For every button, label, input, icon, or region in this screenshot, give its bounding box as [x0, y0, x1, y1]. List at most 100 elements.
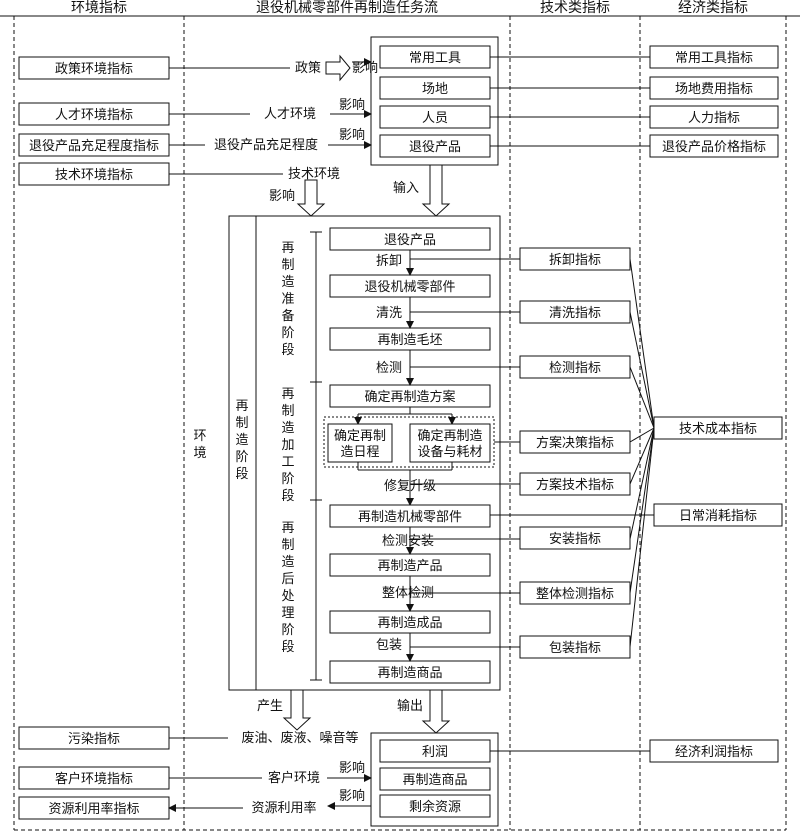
produce-arrow: 产生	[257, 689, 312, 731]
svg-text:检测指标: 检测指标	[549, 361, 601, 376]
svg-text:人力指标: 人力指标	[688, 111, 740, 126]
tech-indicator-install: 安装指标	[519, 526, 631, 550]
talent-arrow: 人才环境 影响	[169, 97, 372, 122]
econ-indicator-tools: 常用工具指标	[649, 45, 779, 69]
header-tech: 技术类指标	[540, 0, 610, 16]
svg-text:退役产品充足程度: 退役产品充足程度	[214, 137, 318, 153]
tech-indicator-plan-tech: 方案技术指标	[519, 472, 631, 496]
process-box-retired-parts: 退役机械零部件	[329, 274, 491, 298]
econ-indicator-profit: 经济利润指标	[649, 739, 779, 763]
input-box-retired-product: 退役产品	[379, 134, 491, 158]
svg-text:影响: 影响	[339, 127, 365, 143]
svg-text:确定再制造方案: 确定再制造方案	[364, 389, 455, 405]
econ-indicator-labor: 人力指标	[649, 105, 779, 129]
stage-main-label: 再制造阶段	[235, 399, 248, 482]
svg-text:输入: 输入	[393, 180, 419, 196]
tech-cost-fan	[629, 258, 655, 648]
svg-text:人才环境: 人才环境	[264, 107, 316, 122]
step-inspect-install: 检测安装	[382, 534, 434, 549]
decision-connector	[354, 407, 456, 506]
input-box-site: 场地	[379, 76, 491, 100]
svg-text:剩余资源: 剩余资源	[409, 799, 461, 815]
process-box-finished: 再制造成品	[329, 610, 491, 634]
svg-text:整体检测指标: 整体检测指标	[536, 587, 614, 602]
phase-brackets	[310, 231, 322, 681]
svg-text:资源利用率指标: 资源利用率指标	[48, 801, 139, 817]
tech-indicator-overall: 整体检测指标	[519, 581, 631, 605]
tech-indicator-decision: 方案决策指标	[519, 430, 631, 454]
svg-text:清洗指标: 清洗指标	[549, 306, 601, 321]
svg-text:政策环境指标: 政策环境指标	[55, 61, 133, 77]
env-indicator-policy: 政策环境指标	[18, 56, 170, 80]
env-indicator-resource: 资源利用率指标	[18, 796, 170, 820]
column-frame	[0, 15, 800, 831]
econ-indicator-tech-cost: 技术成本指标	[653, 416, 783, 440]
env-side-label: 环境	[193, 429, 206, 461]
svg-text:方案技术指标: 方案技术指标	[536, 477, 614, 493]
step-inspection: 检测	[376, 361, 402, 376]
step-overall: 整体检测	[382, 586, 434, 601]
customer-link: 客户环境 影响	[169, 760, 372, 786]
svg-text:再制造产品: 再制造产品	[377, 559, 442, 574]
env-indicator-talent: 人才环境指标	[18, 102, 170, 126]
process-box-retired-product: 退役产品	[329, 227, 491, 251]
resource-link: 资源利用率 影响	[168, 788, 371, 816]
svg-text:再制造商品: 再制造商品	[377, 666, 442, 681]
input-box-tools: 常用工具	[379, 45, 491, 69]
svg-text:退役产品: 退役产品	[384, 233, 436, 248]
phase-prep-label: 再制造准备阶段	[281, 241, 294, 358]
svg-text:客户环境指标: 客户环境指标	[55, 771, 133, 787]
svg-text:退役产品: 退役产品	[409, 140, 461, 155]
env-indicator-customer: 客户环境指标	[18, 766, 170, 790]
svg-text:影响: 影响	[269, 188, 295, 204]
output-box-profit: 利润	[379, 739, 491, 763]
step-disassembly: 拆卸	[376, 253, 402, 269]
svg-text:污染指标: 污染指标	[68, 732, 120, 747]
process-box-plan: 确定再制造方案	[329, 384, 491, 408]
step-cleaning: 清洗	[376, 306, 402, 321]
svg-text:场地: 场地	[422, 82, 448, 97]
svg-text:产生: 产生	[257, 699, 283, 714]
econ-indicator-site-cost: 场地费用指标	[649, 76, 779, 100]
svg-text:常用工具: 常用工具	[409, 51, 461, 66]
tech-indicator-inspection: 检测指标	[519, 355, 631, 379]
svg-text:确定再制造: 确定再制造	[417, 429, 482, 444]
process-box-schedule: 确定再制 造日程	[327, 423, 393, 463]
svg-text:影响: 影响	[339, 760, 365, 776]
svg-text:场地费用指标: 场地费用指标	[675, 82, 753, 97]
decision-dotted-frame	[323, 416, 495, 468]
svg-text:技术环境指标: 技术环境指标	[55, 168, 133, 183]
svg-text:影响: 影响	[339, 788, 365, 804]
header-env: 环境指标	[71, 0, 127, 16]
output-arrow: 输出	[397, 689, 451, 734]
process-box-blank: 再制造毛坯	[329, 327, 491, 351]
svg-text:客户环境: 客户环境	[268, 770, 320, 786]
svg-text:资源利用率: 资源利用率	[251, 800, 316, 816]
econ-indicator-daily: 日常消耗指标	[653, 503, 783, 527]
output-box-residual: 剩余资源	[379, 794, 491, 818]
phase-post-label: 再制造后处理阶段	[281, 521, 294, 655]
process-box-equipment: 确定再制造 设备与耗材	[409, 423, 491, 463]
svg-text:退役产品价格指标: 退役产品价格指标	[662, 139, 766, 155]
svg-text:再制造毛坯: 再制造毛坯	[377, 333, 442, 348]
header-flow: 退役机械零部件再制造任务流	[256, 0, 438, 16]
svg-text:常用工具指标: 常用工具指标	[675, 51, 753, 66]
svg-text:经济利润指标: 经济利润指标	[675, 745, 753, 760]
svg-text:退役产品充足程度指标: 退役产品充足程度指标	[29, 138, 159, 154]
svg-text:人员: 人员	[422, 111, 448, 126]
svg-text:人才环境指标: 人才环境指标	[55, 108, 133, 123]
svg-text:利润: 利润	[422, 745, 448, 760]
svg-text:影响: 影响	[339, 97, 365, 113]
step-repair: 修复升级	[384, 479, 436, 494]
step-packaging: 包装	[376, 638, 402, 653]
input-econ-links	[490, 56, 650, 147]
svg-text:再制造商品: 再制造商品	[402, 773, 467, 788]
policy-arrow: 政策 影响	[169, 54, 378, 82]
env-indicator-pollution: 污染指标	[18, 726, 170, 750]
input-arrow: 输入	[393, 164, 451, 217]
header-econ: 经济类指标	[678, 0, 748, 16]
env-indicator-technology: 技术环境指标	[18, 162, 170, 186]
svg-text:拆卸指标: 拆卸指标	[549, 252, 601, 268]
svg-text:确定再制: 确定再制	[334, 429, 386, 444]
svg-text:再制造成品: 再制造成品	[377, 616, 442, 631]
